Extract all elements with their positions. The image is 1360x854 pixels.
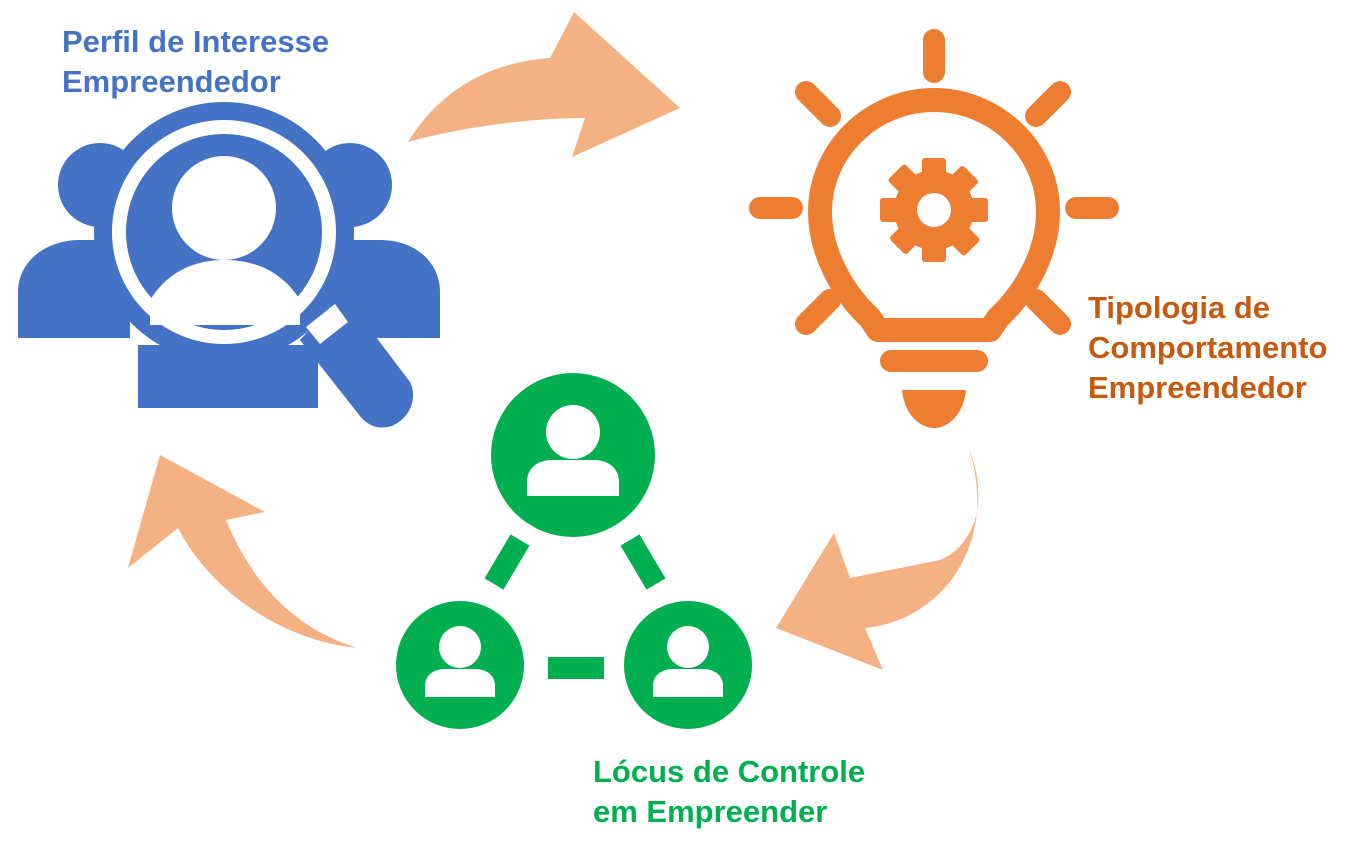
user-node-top xyxy=(491,373,655,537)
lightbulb-gear-icon xyxy=(749,29,1119,428)
cycle-arrow-right xyxy=(776,446,979,670)
perfil-label-line2: Empreendedor xyxy=(62,64,281,99)
tipologia-label-line2: Comportamento xyxy=(1088,330,1328,365)
cycle-arrow-left xyxy=(128,455,357,648)
tipologia-label-line3: Empreendedor xyxy=(1088,370,1307,405)
perfil-label: Perfil de Interesse Empreendedor xyxy=(62,22,329,102)
user-node-right xyxy=(624,601,752,729)
cycle-arrow-top xyxy=(408,12,680,157)
tipologia-label-line1: Tipologia de xyxy=(1088,290,1270,325)
user-network-icon xyxy=(396,373,752,729)
user-node-left xyxy=(396,601,524,729)
locus-label-line1: Lócus de Controle xyxy=(593,754,866,789)
tipologia-label: Tipologia de Comportamento Empreendedor xyxy=(1088,288,1327,408)
people-search-icon xyxy=(18,102,440,428)
locus-label: Lócus de Controle em Empreender xyxy=(593,752,865,832)
locus-label-line2: em Empreender xyxy=(593,794,828,829)
perfil-label-line1: Perfil de Interesse xyxy=(62,24,330,59)
